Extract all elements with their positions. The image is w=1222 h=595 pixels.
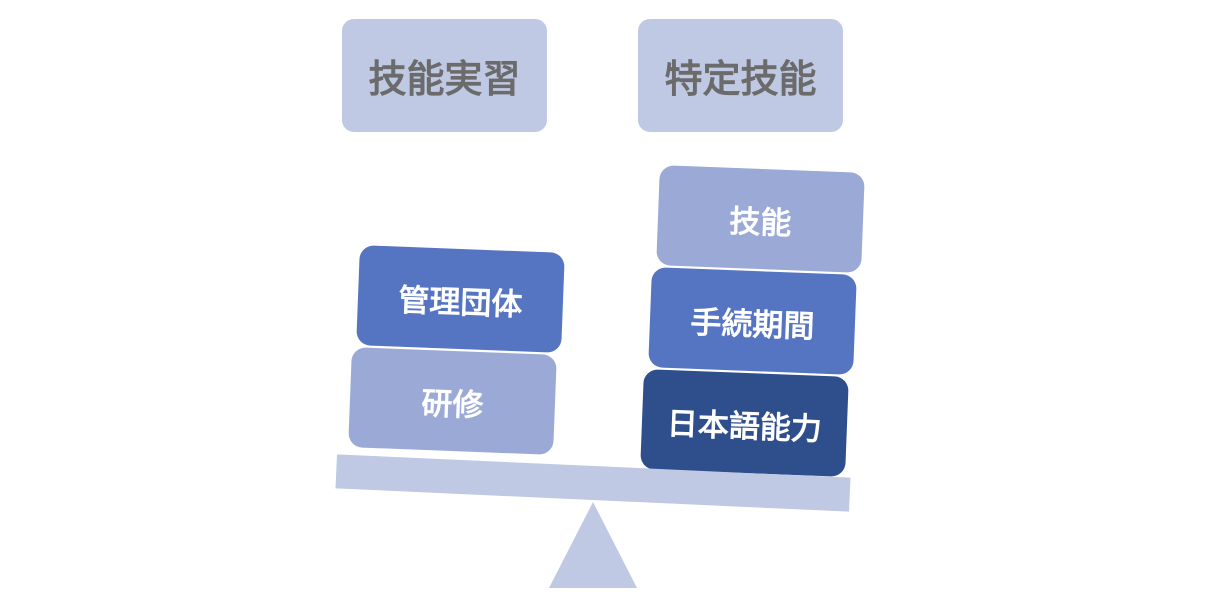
right-block-tetsuzuki-kikan: 手続期間 [648,267,857,375]
right-block-ginou: 技能 [656,165,865,273]
right-block-nihongo-nouryoku: 日本語能力 [640,369,849,477]
header-tokutei-ginou: 特定技能 [638,19,843,132]
header-ginou-jisshu: 技能実習 [342,19,547,132]
scale-fulcrum-triangle [549,502,637,588]
left-block-kanri-dantai: 管理団体 [356,245,565,353]
left-block-kenshu: 研修 [348,347,557,455]
